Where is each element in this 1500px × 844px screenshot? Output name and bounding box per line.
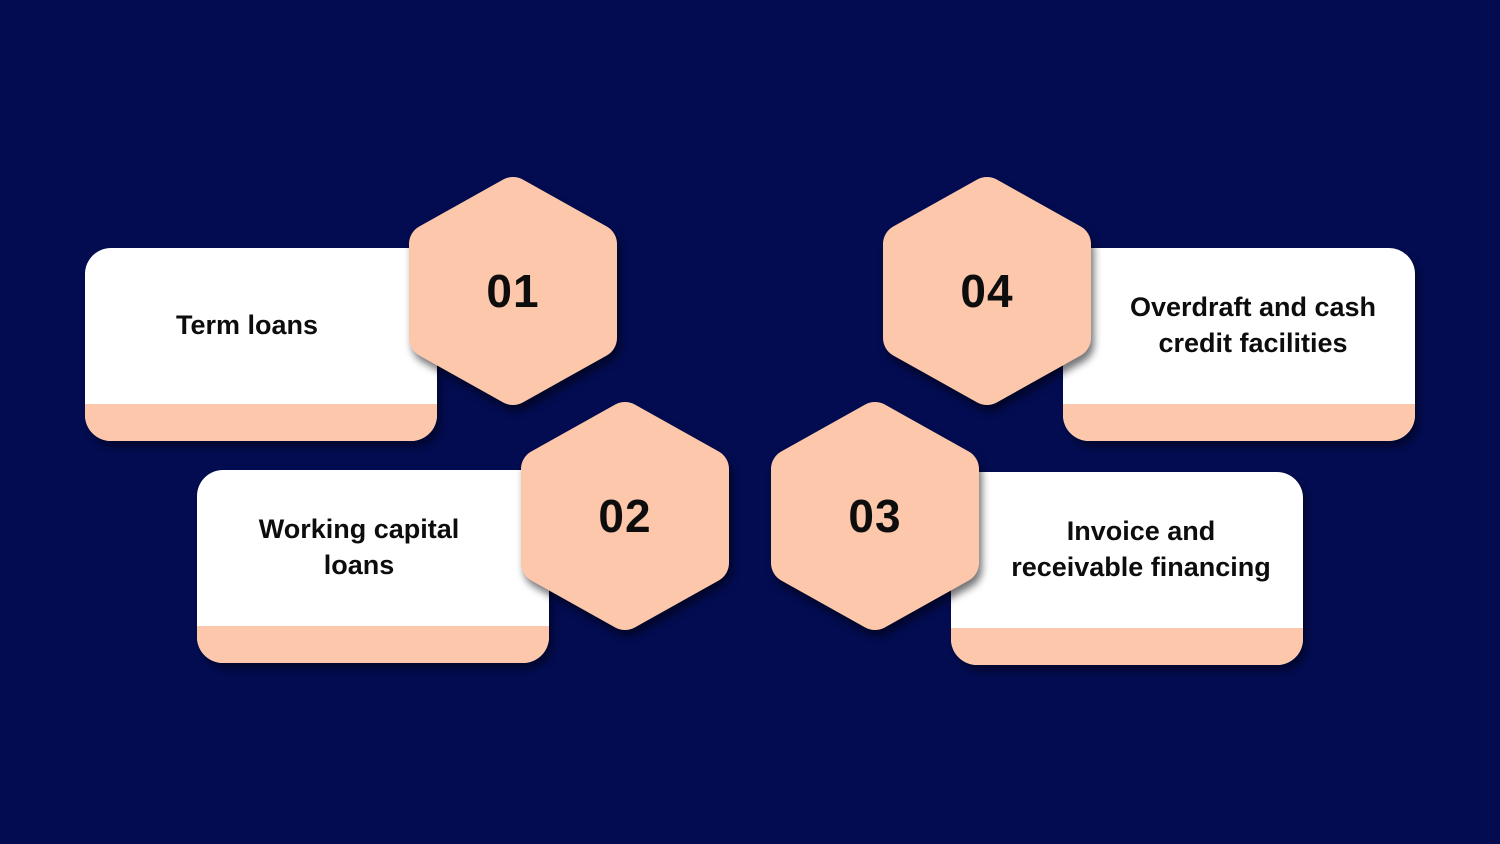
hexagon-badge-03: 03 — [771, 402, 979, 630]
card-label-line: Working capital — [258, 514, 460, 545]
hexagon-number-04: 04 — [960, 265, 1014, 317]
card-label-line: loans — [323, 550, 395, 580]
hexagon-icon — [409, 177, 617, 405]
card-label-line: Term loans — [175, 310, 319, 341]
card-label-line: credit facilities — [1158, 328, 1348, 358]
hexagon-icon — [883, 177, 1091, 405]
card-label-working-capital-loans: Working capital loans — [197, 470, 549, 626]
card-label-line: receivable financing — [1011, 552, 1271, 582]
card-label-invoice-receivable-financing: Invoice and receivable financing — [951, 472, 1303, 628]
card-label-overdraft-cash-credit: Overdraft and cash credit facilities — [1063, 248, 1415, 404]
hexagon-icon — [771, 402, 979, 630]
card-overdraft-cash-credit: Overdraft and cash credit facilities — [1063, 248, 1415, 441]
hexagon-badge-04: 04 — [883, 177, 1091, 405]
card-accent-strip — [197, 626, 549, 663]
hexagon-number-01: 01 — [486, 265, 540, 317]
card-term-loans: Term loans — [85, 248, 437, 441]
card-accent-strip — [951, 628, 1303, 665]
hexagon-badge-02: 02 — [521, 402, 729, 630]
card-label-line: Overdraft and cash — [1129, 292, 1377, 323]
card-accent-strip — [85, 404, 437, 441]
hexagon-icon — [521, 402, 729, 630]
hexagon-number-02: 02 — [598, 490, 652, 542]
hexagon-badge-01: 01 — [409, 177, 617, 405]
card-accent-strip — [1063, 404, 1415, 441]
card-label-term-loans: Term loans — [85, 248, 437, 404]
card-label-line: Invoice and — [1066, 516, 1216, 547]
hexagon-number-03: 03 — [848, 490, 902, 542]
card-working-capital-loans: Working capital loans — [197, 470, 549, 663]
card-invoice-receivable-financing: Invoice and receivable financing — [951, 472, 1303, 665]
